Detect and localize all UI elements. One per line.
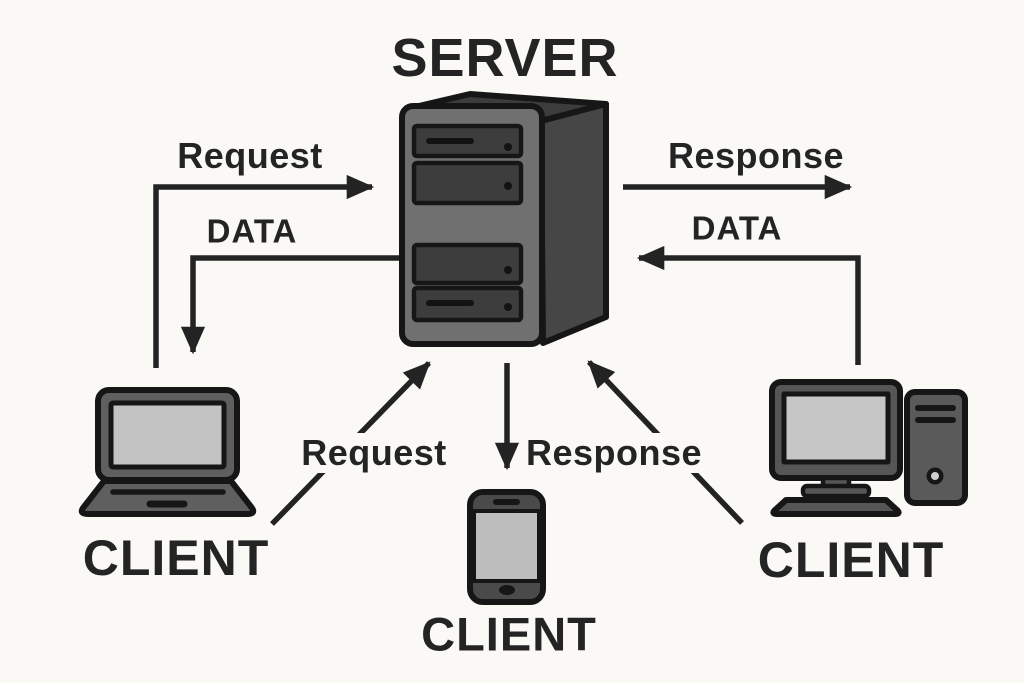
arrow-request-laptop-to-server (153, 174, 375, 368)
edge-label-data-right: DATA (691, 209, 783, 247)
server-tower-icon (399, 91, 609, 347)
laptop-icon (78, 387, 257, 517)
server-title: SERVER (391, 28, 619, 88)
edge-label-response-center: Response (518, 433, 710, 473)
arrow-data-server-to-laptop (180, 255, 399, 355)
client-desktop-label: CLIENT (757, 532, 945, 588)
arrow-data-desktop-to-server (636, 245, 861, 365)
edge-label-response-top-right: Response (667, 135, 845, 176)
client-phone-label: CLIENT (421, 607, 597, 661)
edge-label-data-left: DATA (206, 212, 298, 250)
desktop-computer-icon (769, 379, 968, 517)
client-laptop-label: CLIENT (82, 530, 270, 586)
edge-label-request-top-left: Request (177, 135, 323, 176)
smartphone-icon (467, 489, 546, 605)
edge-label-request-center: Request (294, 433, 454, 473)
